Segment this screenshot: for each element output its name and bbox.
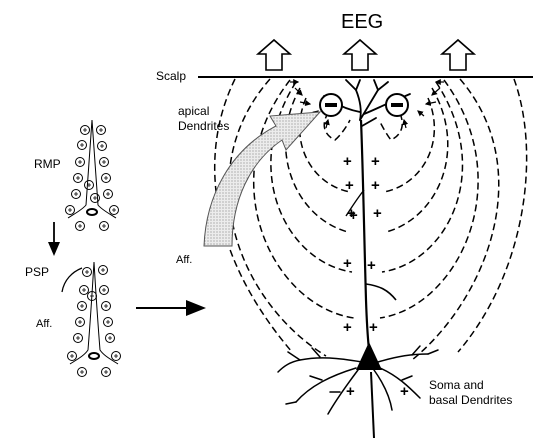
rmp-cell-diagram xyxy=(66,120,119,231)
field-line xyxy=(458,79,527,352)
negative-sink-right xyxy=(386,94,408,116)
up-arrow-icon xyxy=(258,40,290,70)
positive-charge: + xyxy=(349,208,358,223)
oblique-dendrite xyxy=(366,284,396,300)
current-arrowheads xyxy=(290,82,444,128)
positive-charge: + xyxy=(400,384,409,399)
soma-label-line2: basal Dendrites xyxy=(429,393,512,407)
positive-charge: + xyxy=(346,384,355,399)
soma xyxy=(356,342,382,370)
positive-charge: + xyxy=(371,178,380,193)
axon xyxy=(371,372,374,438)
rmp-label: RMP xyxy=(34,158,61,170)
up-arrow-icon xyxy=(442,40,474,70)
psp-label: PSP xyxy=(25,266,49,278)
eeg-up-arrows xyxy=(258,40,474,70)
apical-dendrites-label: apical Dendrites xyxy=(178,104,248,134)
positive-charge: + xyxy=(343,154,352,169)
positive-charge: + xyxy=(343,256,352,271)
right-arrow-icon xyxy=(136,300,206,316)
psp-cell-diagram xyxy=(62,262,121,377)
afferent-fiber xyxy=(62,268,82,292)
basal-dendrites xyxy=(278,346,438,414)
afferent-main-label: Aff. xyxy=(176,255,192,266)
positive-charge: + xyxy=(369,320,378,335)
negative-sink-left xyxy=(320,94,342,116)
soma-label-line1: Soma and xyxy=(429,378,484,392)
up-arrow-icon xyxy=(344,40,376,70)
positive-charge: + xyxy=(343,320,352,335)
afferent-small-label: Aff. xyxy=(36,319,52,330)
apical-trunk xyxy=(361,120,369,350)
down-arrow-icon xyxy=(48,222,60,256)
positive-charge: + xyxy=(367,258,376,273)
eeg-label: EEG xyxy=(341,12,383,32)
field-line xyxy=(412,79,499,360)
apical-label-line1: apical xyxy=(178,104,209,118)
positive-charge: + xyxy=(345,178,354,193)
positive-charge: + xyxy=(373,206,382,221)
scalp-label: Scalp xyxy=(156,70,186,82)
soma-basal-dendrites-label: Soma and basal Dendrites xyxy=(429,378,512,408)
apical-label-line2: Dendrites xyxy=(178,119,229,133)
positive-charge: + xyxy=(371,154,380,169)
